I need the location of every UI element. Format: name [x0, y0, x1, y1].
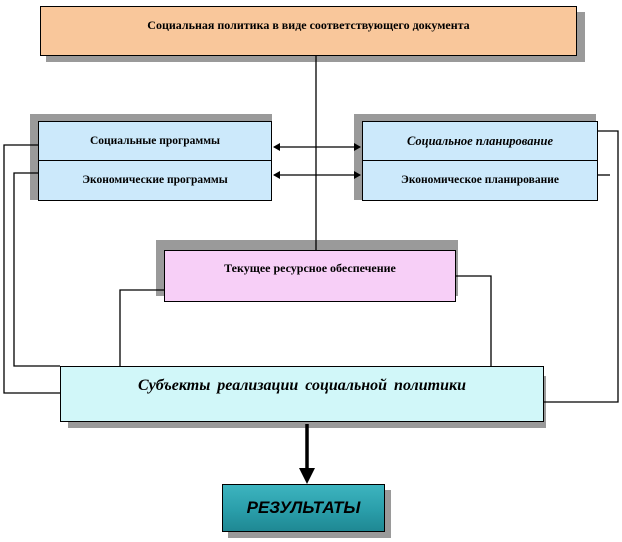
policy-document-label: Социальная политика в виде соответствующ… [147, 17, 470, 32]
economic-planning-label: Экономическое планирование [401, 174, 559, 186]
resource-left-link [119, 289, 166, 366]
implementation-subjects-box: Субъекты реализации социальной политики [60, 366, 544, 422]
programs-box: Социальные программы Экономические прогр… [38, 121, 272, 201]
social-programs-label: Социальные программы [89, 135, 221, 147]
economic-programs-label: Экономические программы [82, 174, 228, 186]
social-programs-cell: Социальные программы [39, 122, 271, 161]
planning-box: Социальное планирование Экономическое пл… [362, 121, 598, 201]
social-planning-label: Социальное планирование [406, 133, 553, 148]
results-box: РЕЗУЛЬТАТЫ [222, 484, 385, 532]
economic-planning-cell: Экономическое планирование [363, 161, 597, 199]
resource-provision-label: Текущее ресурсное обеспечение [224, 260, 396, 275]
resource-right-link [456, 275, 492, 366]
economic-programs-cell: Экономические программы [39, 161, 271, 199]
left-inner-loop [13, 172, 60, 367]
right-outer-loop [544, 130, 619, 403]
policy-document-box: Социальная политика в виде соответствующ… [40, 6, 577, 56]
results-arrowhead [299, 468, 315, 484]
results-label: РЕЗУЛЬТАТЫ [246, 498, 361, 517]
resource-provision-box: Текущее ресурсное обеспечение [164, 250, 456, 302]
left-outer-loop [3, 144, 60, 394]
implementation-subjects-label: Субъекты реализации социальной политики [137, 377, 467, 394]
social-planning-cell: Социальное планирование [363, 122, 597, 161]
